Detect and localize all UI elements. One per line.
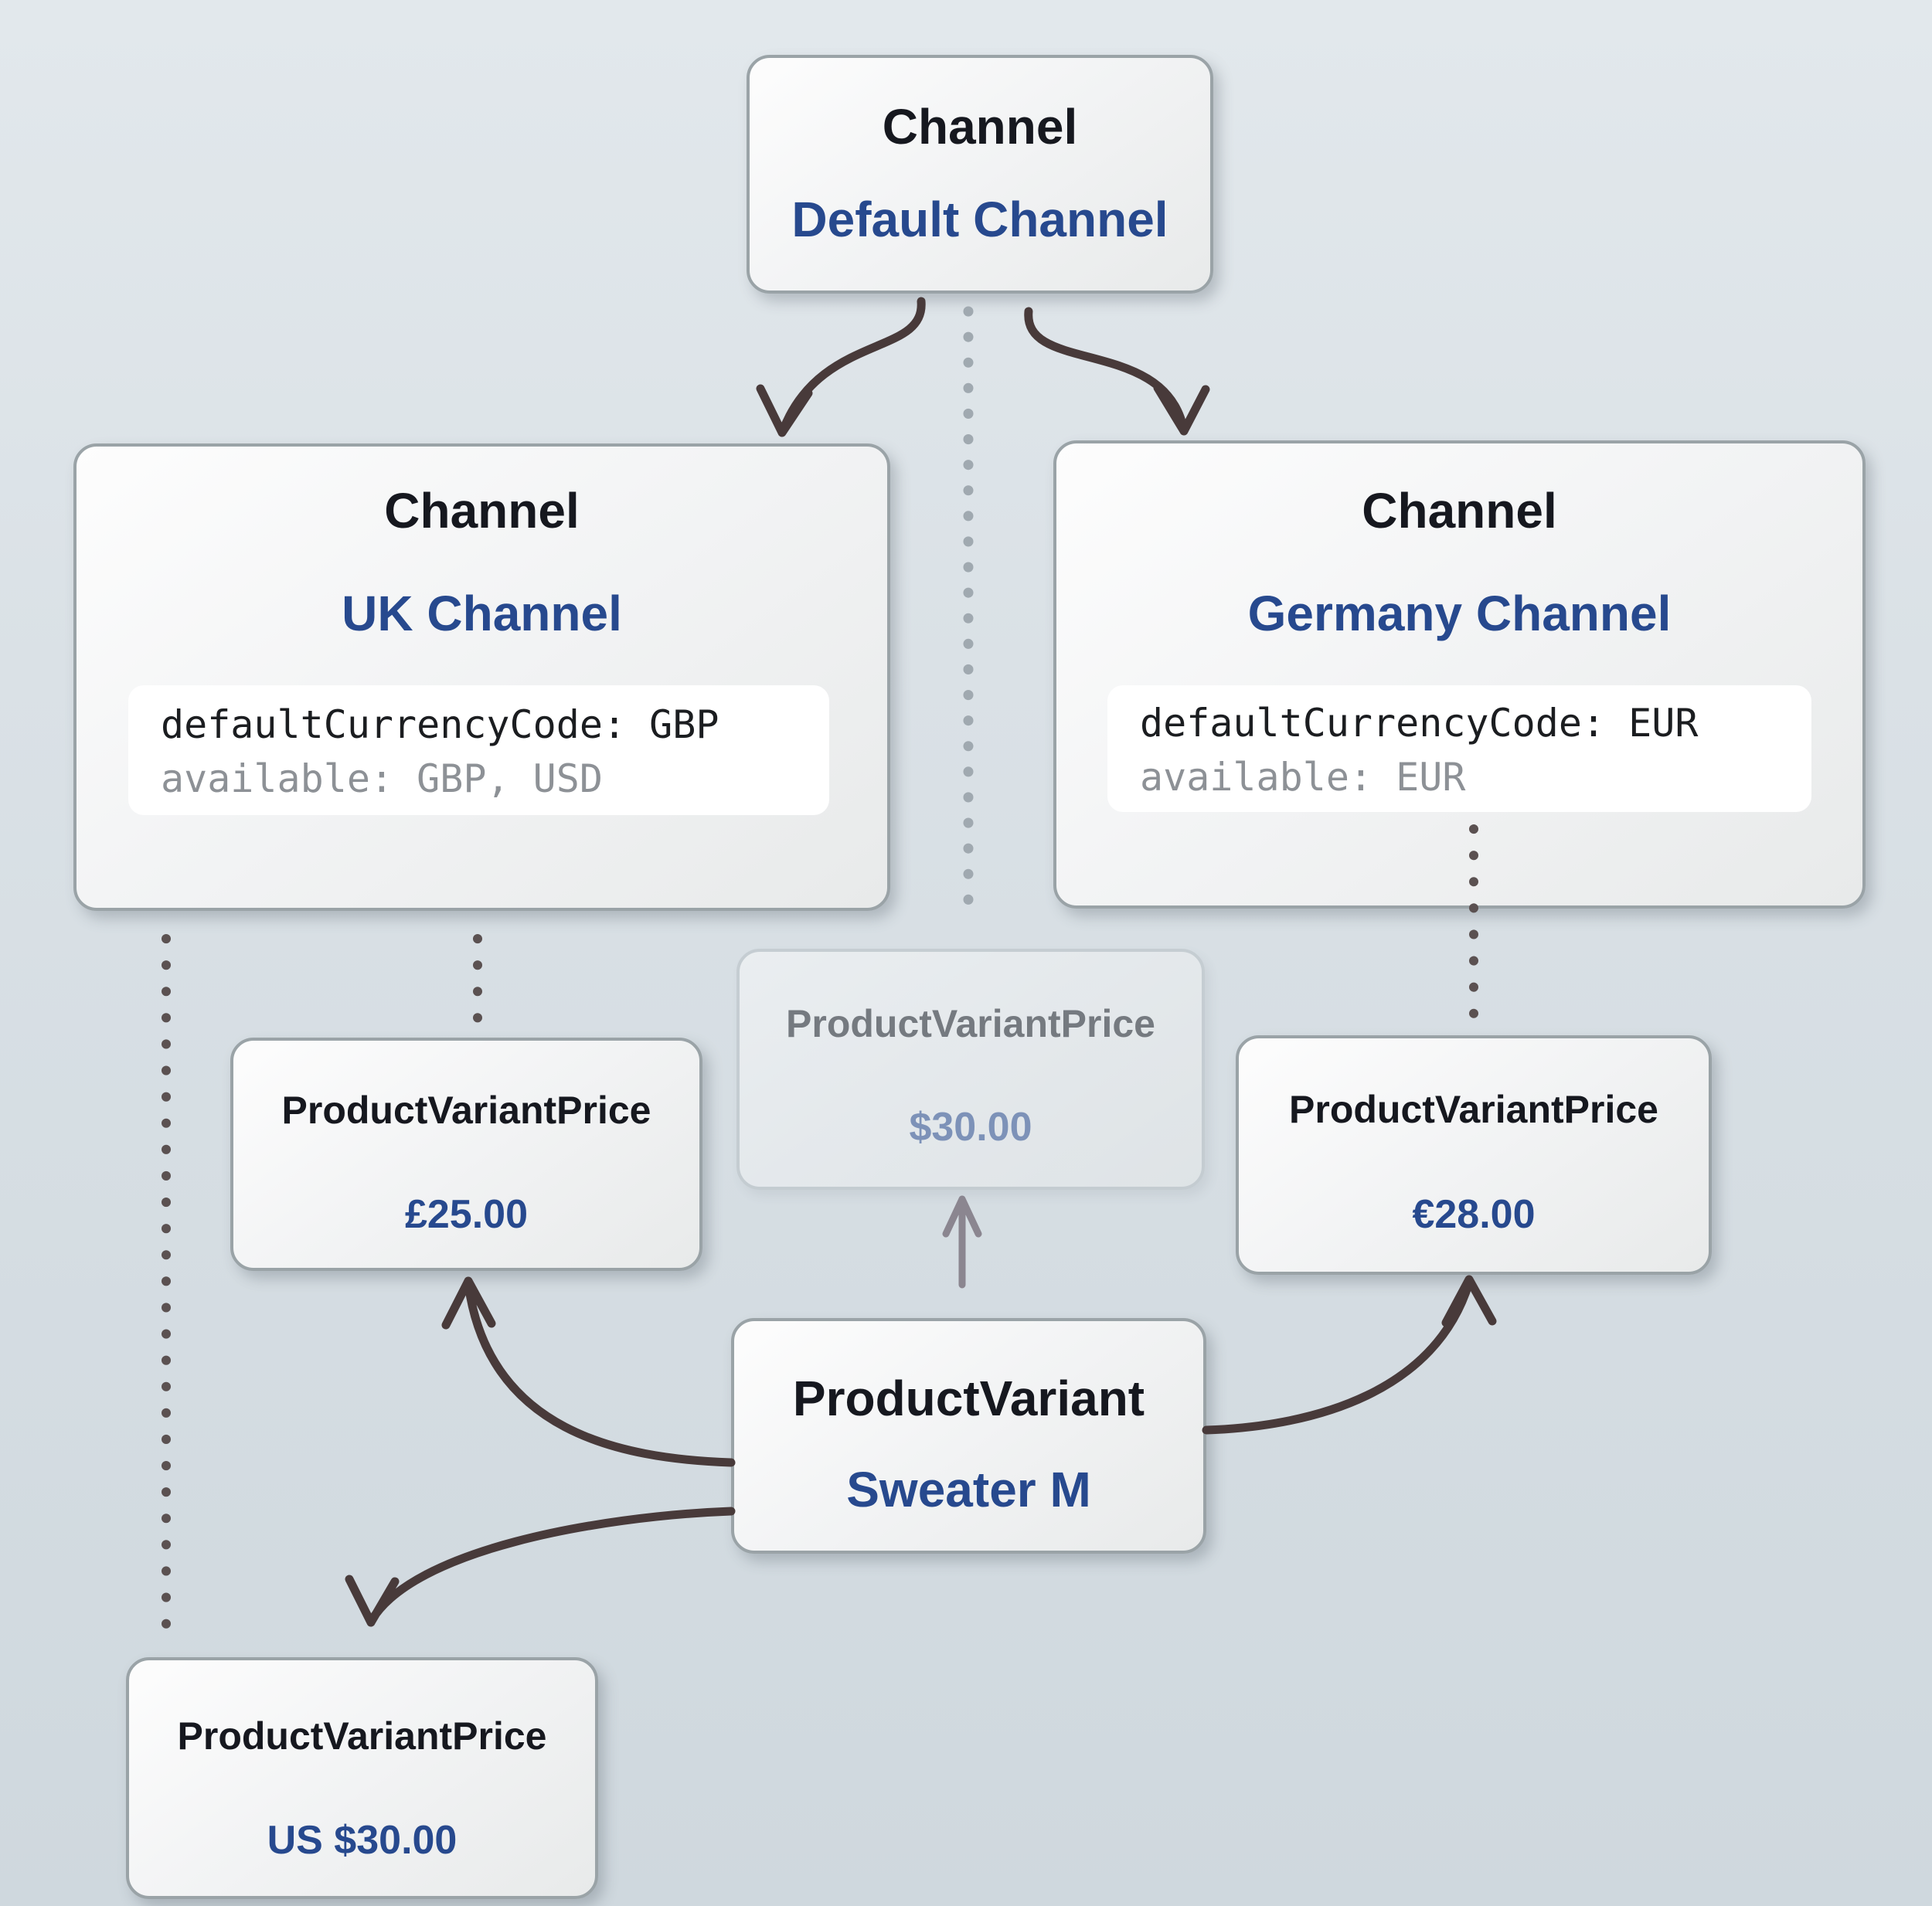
node-name: Default Channel (791, 192, 1168, 247)
available-currencies-line: available: EUR (1140, 755, 1466, 800)
node-uk-channel: Channel UK Channel defaultCurrencyCode: … (73, 443, 890, 911)
arrow-default-to-germany (1024, 307, 1210, 436)
default-currency-code-line: defaultCurrencyCode: EUR (1140, 701, 1699, 746)
node-name: UK Channel (342, 586, 622, 641)
node-type-label: ProductVariantPrice (281, 1089, 651, 1132)
node-type-label: Channel (882, 99, 1078, 155)
node-type-label: Channel (384, 483, 580, 539)
arrow-variant-to-default-price-faded (942, 1195, 982, 1289)
arrow-variant-to-uk-price (441, 1276, 736, 1467)
node-type-label: ProductVariantPrice (786, 1002, 1155, 1045)
node-germany-price: ProductVariantPrice €28.00 (1236, 1035, 1712, 1275)
node-type-label: Channel (1362, 483, 1557, 539)
available-currencies-line: available: GBP, USD (161, 756, 603, 801)
germany-currency-code-panel: defaultCurrencyCode: EUR available: EUR (1107, 685, 1811, 812)
node-us-price: ProductVariantPrice US $30.00 (126, 1657, 598, 1899)
price-value: US $30.00 (267, 1818, 457, 1863)
node-default-channel: Channel Default Channel (747, 55, 1213, 294)
arrow-variant-to-us-price (345, 1507, 736, 1627)
node-type-label: ProductVariant (792, 1371, 1145, 1426)
node-name: Germany Channel (1247, 586, 1672, 641)
node-type-label: ProductVariantPrice (1289, 1088, 1658, 1131)
node-type-label: ProductVariantPrice (177, 1714, 547, 1758)
price-value: €28.00 (1412, 1192, 1536, 1237)
price-value: $30.00 (909, 1105, 1032, 1150)
uk-currency-code-panel: defaultCurrencyCode: GBP available: GBP,… (128, 685, 829, 815)
node-default-price-faded: ProductVariantPrice $30.00 (736, 949, 1205, 1190)
arrow-default-to-uk (756, 297, 926, 437)
node-name: Sweater M (846, 1462, 1091, 1517)
default-currency-code-line: defaultCurrencyCode: GBP (161, 702, 719, 747)
price-value: £25.00 (404, 1192, 529, 1237)
node-uk-price: ProductVariantPrice £25.00 (230, 1038, 702, 1271)
node-product-variant: ProductVariant Sweater M (731, 1318, 1206, 1554)
node-germany-channel: Channel Germany Channel defaultCurrencyC… (1053, 440, 1866, 909)
arrow-variant-to-germany-price (1202, 1275, 1497, 1435)
